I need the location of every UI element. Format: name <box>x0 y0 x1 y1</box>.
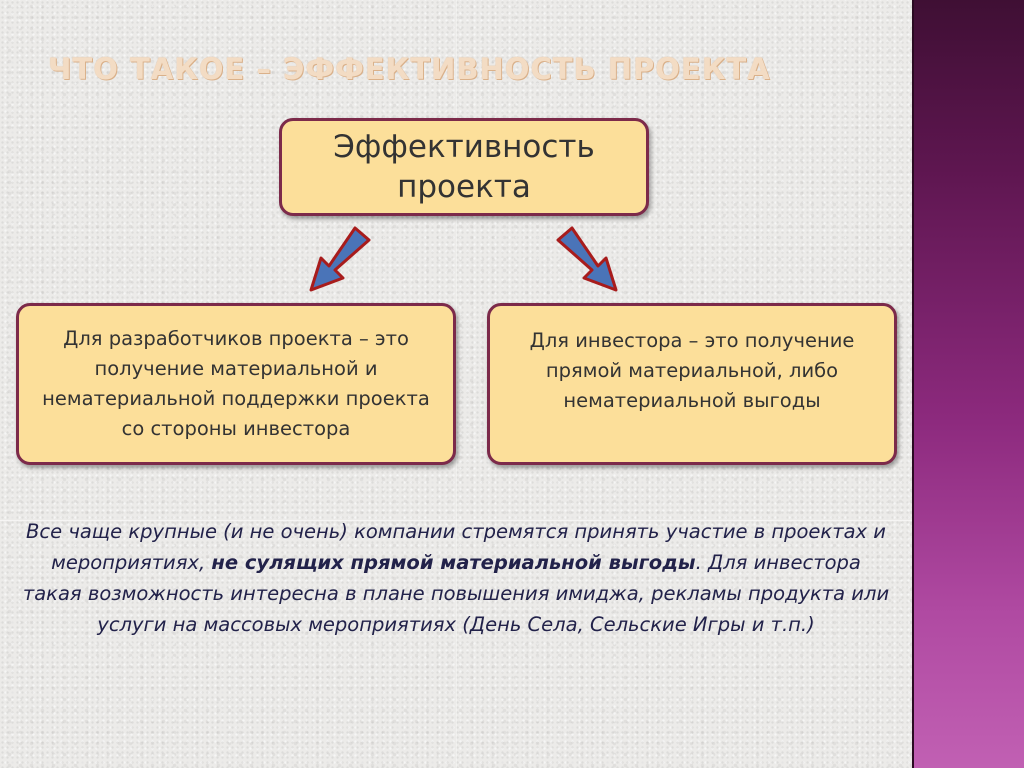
arrow-down-right-icon <box>556 226 618 292</box>
background-divider-horizontal <box>0 520 912 521</box>
footer-text-part2: . Для инвестора такая возможность интере… <box>22 551 890 636</box>
top-box-project-efficiency: Эффективность проекта <box>279 118 649 216</box>
footer-text-bold: не сулящих прямой материальной выгоды <box>211 551 696 574</box>
footer-paragraph: Все чаще крупные (и не очень) компании с… <box>20 516 892 640</box>
footer-text-part1: Все чаще крупные (и не очень) компании с… <box>26 520 886 574</box>
slide-title: ЧТО ТАКОЕ – ЭФФЕКТИВНОСТЬ ПРОЕКТА <box>48 52 771 86</box>
arrow-down-left-icon <box>309 226 371 292</box>
side-decoration-panel <box>912 0 1024 768</box>
background-divider-vertical <box>456 0 457 768</box>
developer-box: Для разработчиков проекта – это получени… <box>16 303 456 465</box>
investor-box-text: Для инвестора – это получение прямой мат… <box>529 329 855 412</box>
slide: ЧТО ТАКОЕ – ЭФФЕКТИВНОСТЬ ПРОЕКТА Эффект… <box>0 0 912 768</box>
developer-box-text: Для разработчиков проекта – это получени… <box>42 327 430 440</box>
investor-box: Для инвестора – это получение прямой мат… <box>487 303 897 465</box>
top-box-text: Эффективность проекта <box>333 129 595 205</box>
